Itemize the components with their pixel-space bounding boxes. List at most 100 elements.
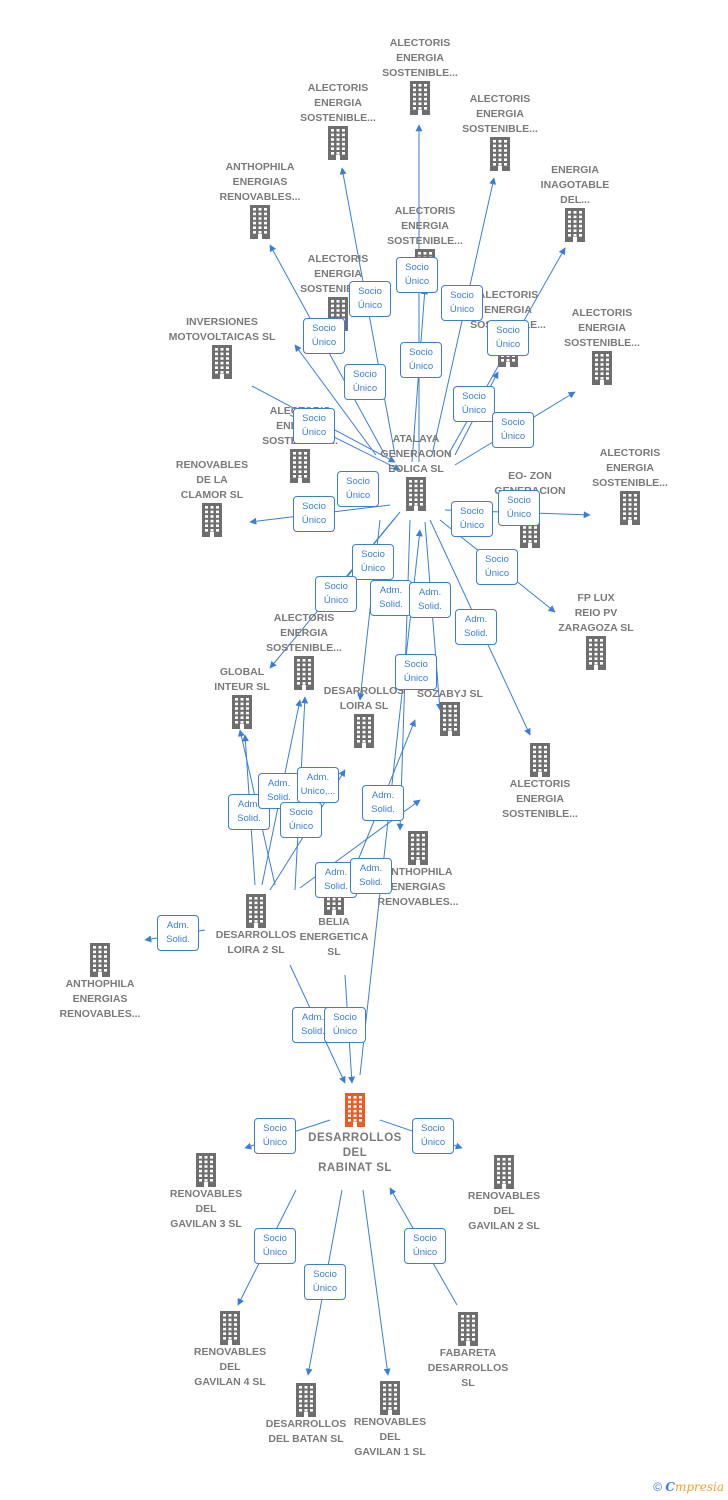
relation-badge[interactable]: Socio Único bbox=[451, 501, 493, 537]
relation-badge[interactable]: Socio Único bbox=[324, 1007, 366, 1043]
company-name: ALECTORIS ENERGIA SOSTENIBLE... bbox=[462, 93, 538, 135]
company-node[interactable]: DESARROLLOS DEL BATAN SL bbox=[241, 1383, 371, 1447]
relation-badge[interactable]: Socio Único bbox=[337, 471, 379, 507]
relation-badge[interactable]: Socio Único bbox=[254, 1228, 296, 1264]
footer-credit: © Cmpresia bbox=[653, 1480, 724, 1494]
relation-badge[interactable]: Socio Único bbox=[396, 257, 438, 293]
company-name: RENOVABLES DEL GAVILAN 1 SL bbox=[353, 1416, 427, 1458]
relation-badge[interactable]: Socio Único bbox=[453, 386, 495, 422]
relation-badge[interactable]: Socio Único bbox=[498, 490, 540, 526]
company-name: RENOVABLES DEL GAVILAN 2 SL bbox=[467, 1190, 541, 1232]
building-icon bbox=[385, 702, 515, 736]
building-icon bbox=[435, 137, 565, 171]
company-node[interactable]: RENOVABLES DEL GAVILAN 2 SL bbox=[439, 1155, 569, 1234]
company-node[interactable]: ALECTORIS ENERGIA SOSTENIBLE... bbox=[565, 446, 695, 525]
relation-edge bbox=[294, 344, 377, 456]
company-node[interactable]: RENOVABLES DE LA CLAMOR SL bbox=[147, 458, 277, 537]
building-icon bbox=[35, 943, 165, 977]
relation-badge[interactable]: Socio Único bbox=[352, 544, 394, 580]
relation-badge[interactable]: Adm. Solid. bbox=[157, 915, 199, 951]
company-node[interactable]: INVERSIONES MOTOVOLTAICAS SL bbox=[157, 315, 287, 379]
building-icon bbox=[157, 345, 287, 379]
company-name: ALECTORIS ENERGIA SOSTENIBLE... bbox=[382, 37, 458, 79]
relation-badge[interactable]: Socio Único bbox=[400, 342, 442, 378]
company-node[interactable]: DESARROLLOS LOIRA 2 SL bbox=[191, 894, 321, 958]
relation-badge[interactable]: Socio Único bbox=[293, 408, 335, 444]
building-icon bbox=[353, 831, 483, 865]
building-icon bbox=[325, 1381, 455, 1415]
company-name: ALECTORIS ENERGIA SOSTENIBLE... bbox=[592, 447, 668, 489]
company-name: GLOBAL INTEUR SL bbox=[214, 666, 270, 693]
relation-badge[interactable]: Socio Único bbox=[395, 654, 437, 690]
company-node[interactable]: ALECTORIS ENERGIA SOSTENIBLE... bbox=[273, 81, 403, 160]
relation-badge[interactable]: Socio Único bbox=[315, 576, 357, 612]
relation-badge[interactable]: Adm. Solid. bbox=[455, 609, 497, 645]
building-icon bbox=[510, 208, 640, 242]
relation-badge[interactable]: Socio Único bbox=[254, 1118, 296, 1154]
company-name: ENERGIA INAGOTABLE DEL... bbox=[540, 164, 610, 206]
company-node[interactable]: RENOVABLES DEL GAVILAN 4 SL bbox=[165, 1311, 295, 1390]
company-name: ALECTORIS ENERGIA SOSTENIBLE... bbox=[564, 307, 640, 349]
relation-badge[interactable]: Socio Único bbox=[441, 285, 483, 321]
relation-badge[interactable]: Adm. Unico,... bbox=[297, 767, 339, 803]
company-name: RENOVABLES DEL GAVILAN 3 SL bbox=[169, 1188, 243, 1230]
company-node[interactable]: ALECTORIS ENERGIA SOSTENIBLE... bbox=[435, 92, 565, 171]
company-node[interactable]: ATALAYA GENERACION EOLICA SL bbox=[351, 432, 481, 511]
company-name: ALECTORIS ENERGIA SOSTENIBLE... bbox=[300, 82, 376, 124]
company-name: BELIA ENERGETICA SL bbox=[299, 916, 369, 958]
relation-badge[interactable]: Adm. Solid. bbox=[409, 582, 451, 618]
building-icon bbox=[239, 656, 369, 690]
company-name: DESARROLLOS LOIRA 2 SL bbox=[215, 929, 297, 956]
relation-badge[interactable]: Socio Único bbox=[303, 318, 345, 354]
company-node[interactable]: ALECTORIS ENERGIA SOSTENIBLE... bbox=[239, 611, 369, 690]
relation-badge[interactable]: Socio Único bbox=[293, 496, 335, 532]
building-icon bbox=[299, 714, 429, 748]
relation-badge[interactable]: Socio Único bbox=[487, 320, 529, 356]
relation-badge[interactable]: Socio Único bbox=[404, 1228, 446, 1264]
company-node[interactable]: ENERGIA INAGOTABLE DEL... bbox=[510, 163, 640, 242]
company-node[interactable]: RENOVABLES DEL GAVILAN 3 SL bbox=[141, 1153, 271, 1232]
company-node[interactable]: GLOBAL INTEUR SL bbox=[177, 665, 307, 729]
building-icon bbox=[165, 1311, 295, 1345]
relation-badge[interactable]: Socio Único bbox=[344, 364, 386, 400]
company-node[interactable]: ANTHOPHILA ENERGIAS RENOVABLES... bbox=[195, 160, 325, 239]
company-name: FP LUX REIO PV ZARAGOZA SL bbox=[558, 592, 634, 634]
building-icon bbox=[403, 1312, 533, 1346]
building-icon bbox=[290, 1093, 420, 1127]
company-node[interactable]: FP LUX REIO PV ZARAGOZA SL bbox=[531, 591, 661, 670]
company-name: ALECTORIS ENERGIA SOSTENIBLE... bbox=[387, 205, 463, 247]
building-icon bbox=[235, 449, 365, 483]
relation-badge[interactable]: Adm. Solid. bbox=[350, 858, 392, 894]
company-node[interactable]: RENOVABLES DEL GAVILAN 1 SL bbox=[325, 1381, 455, 1460]
company-name: SOZABYJ SL bbox=[417, 688, 483, 700]
company-name: DESARROLLOS DEL RABINAT SL bbox=[308, 1132, 402, 1174]
building-icon bbox=[537, 351, 667, 385]
relation-badge[interactable]: Socio Único bbox=[412, 1118, 454, 1154]
company-name: DESARROLLOS DEL BATAN SL bbox=[265, 1418, 347, 1445]
company-node[interactable]: ALECTORIS ENERGIA SOSTENIBLE... bbox=[355, 36, 485, 115]
company-node[interactable]: DESARROLLOS LOIRA SL bbox=[299, 684, 429, 748]
relation-badge[interactable]: Socio Único bbox=[280, 802, 322, 838]
relation-badge[interactable]: Socio Único bbox=[349, 281, 391, 317]
company-node[interactable]: ANTHOPHILA ENERGIAS RENOVABLES... bbox=[35, 943, 165, 1022]
building-icon bbox=[191, 894, 321, 928]
relation-badge[interactable]: Adm. Solid. bbox=[362, 785, 404, 821]
relation-badge[interactable]: Socio Único bbox=[304, 1264, 346, 1300]
company-name: ATALAYA GENERACION EOLICA SL bbox=[380, 433, 452, 475]
company-name: ANTHOPHILA ENERGIAS RENOVABLES... bbox=[59, 978, 141, 1020]
building-icon bbox=[195, 205, 325, 239]
company-node-primary[interactable]: DESARROLLOS DEL RABINAT SL bbox=[290, 1093, 420, 1176]
relation-badge[interactable]: Socio Único bbox=[492, 412, 534, 448]
company-node[interactable]: FABARETA DESARROLLOS SL bbox=[403, 1312, 533, 1391]
relation-badge[interactable]: Socio Único bbox=[476, 549, 518, 585]
building-icon bbox=[141, 1153, 271, 1187]
company-node[interactable]: ALECTORIS ENERGIA SOSTENIBLE... bbox=[537, 306, 667, 385]
company-node[interactable]: SOZABYJ SL bbox=[385, 687, 515, 736]
building-icon bbox=[177, 695, 307, 729]
company-node[interactable]: ANTHOPHILA ENERGIAS RENOVABLES... bbox=[353, 831, 483, 910]
company-node[interactable]: ALECTORIS ENERGIA SOSTENIBLE... bbox=[475, 743, 605, 822]
relation-badge[interactable]: Adm. Solid. bbox=[370, 580, 412, 616]
building-icon bbox=[351, 477, 481, 511]
company-name: RENOVABLES DE LA CLAMOR SL bbox=[175, 459, 249, 501]
relation-edge bbox=[362, 1189, 391, 1376]
